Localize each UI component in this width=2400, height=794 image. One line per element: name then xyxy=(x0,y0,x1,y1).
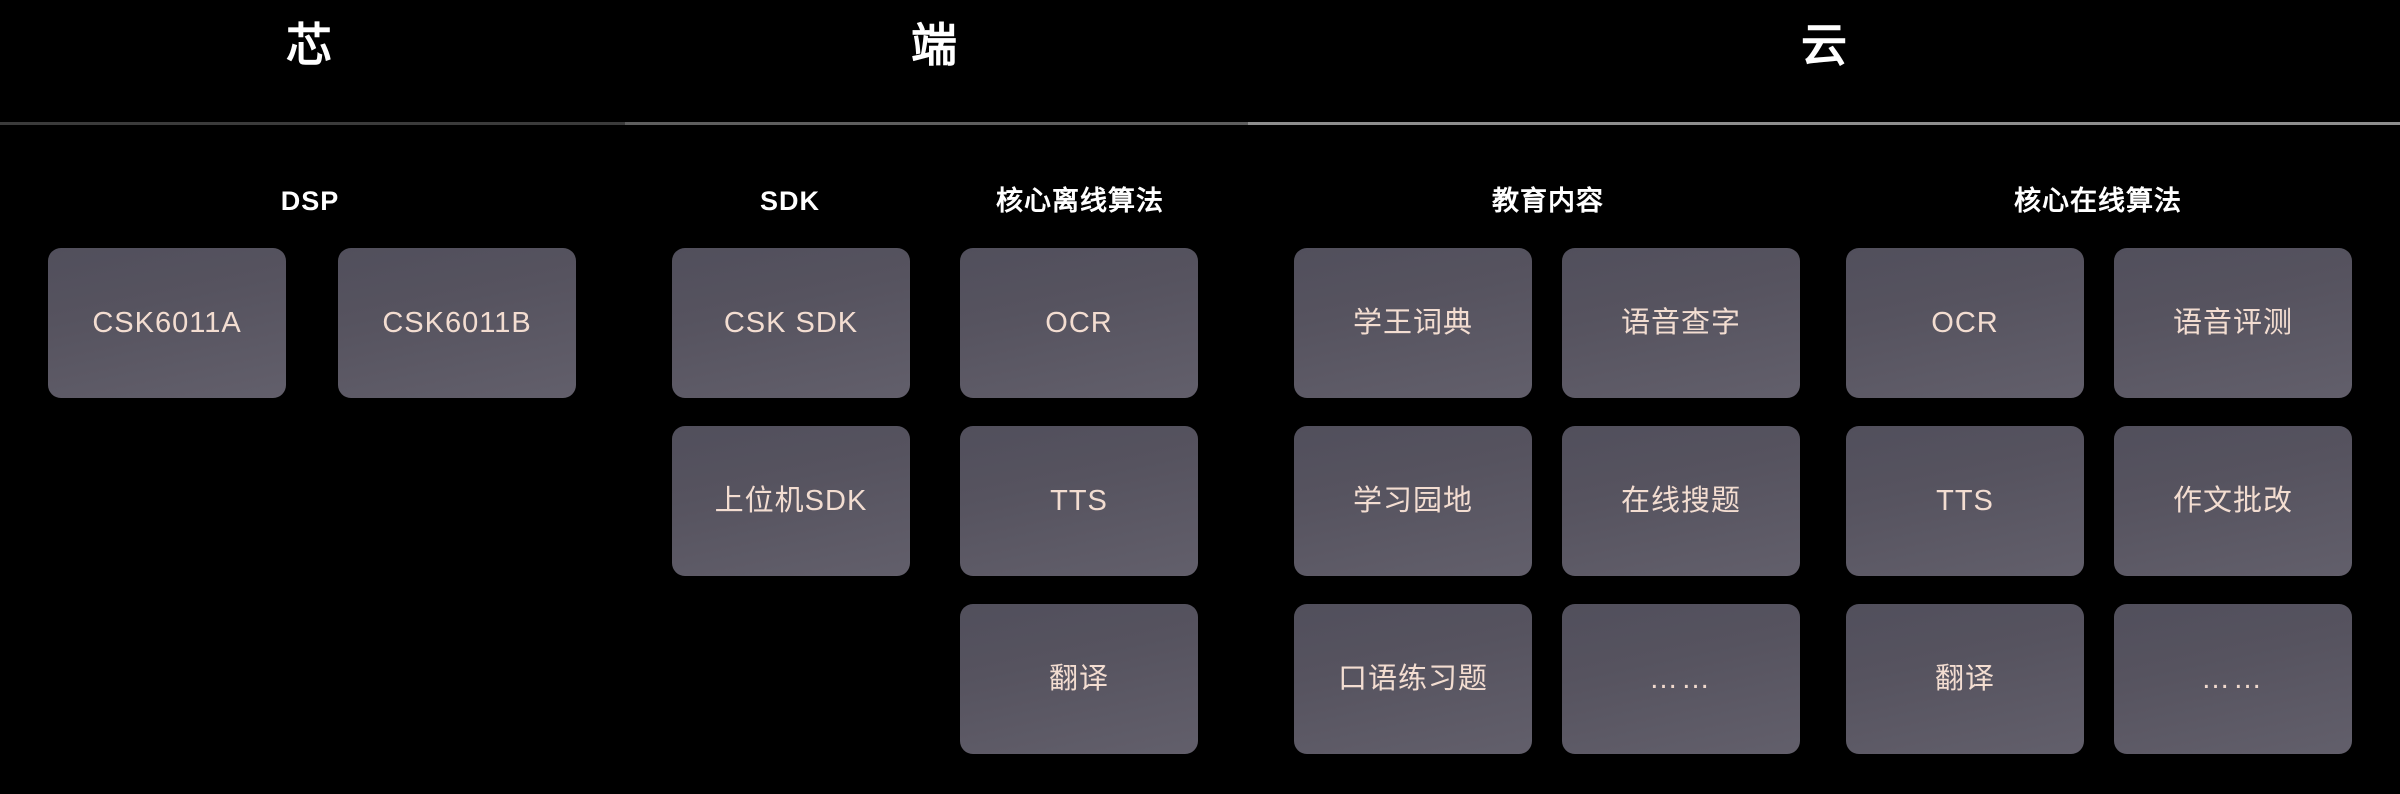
feature-card-label: 口语练习题 xyxy=(1337,662,1488,695)
feature-card[interactable]: 翻译 xyxy=(1846,604,2084,754)
feature-card[interactable]: OCR xyxy=(960,248,1198,398)
feature-card[interactable]: CSK6011B xyxy=(338,248,576,398)
group-title: 教育内容 xyxy=(1492,186,1604,216)
tier-label: 端 xyxy=(911,19,959,71)
divider-segment xyxy=(0,122,625,125)
feature-card[interactable]: TTS xyxy=(1846,426,2084,576)
feature-card[interactable]: 上位机SDK xyxy=(672,426,910,576)
feature-card[interactable]: 口语练习题 xyxy=(1294,604,1532,754)
feature-card-label: 学王词典 xyxy=(1352,306,1473,339)
feature-card-label: 语音评测 xyxy=(2172,306,2293,339)
ellipsis-icon: …… xyxy=(2201,662,2265,695)
feature-card[interactable]: 语音查字 xyxy=(1562,248,1800,398)
feature-card-label: CSK6011A xyxy=(92,306,242,339)
feature-card[interactable]: 学习园地 xyxy=(1294,426,1532,576)
feature-card-label: OCR xyxy=(1045,306,1113,339)
feature-card-label: 在线搜题 xyxy=(1620,484,1741,517)
feature-card-label: 翻译 xyxy=(1934,662,1995,695)
group-title: 核心在线算法 xyxy=(2014,186,2182,216)
feature-card-label: CSK SDK xyxy=(723,306,859,339)
divider-segment xyxy=(1248,122,2400,125)
feature-card-label: TTS xyxy=(1936,484,1994,517)
feature-card[interactable]: CSK SDK xyxy=(672,248,910,398)
feature-card-label: 语音查字 xyxy=(1620,306,1741,339)
tier-label: 芯 xyxy=(286,19,334,71)
feature-card[interactable]: CSK6011A xyxy=(48,248,286,398)
group-title: 核心离线算法 xyxy=(996,186,1164,216)
tier-band: 芯端云 xyxy=(0,0,2400,122)
feature-card-label: 学习园地 xyxy=(1352,484,1473,517)
feature-card-label: OCR xyxy=(1931,306,1999,339)
feature-card-label: 上位机SDK xyxy=(714,484,868,517)
feature-card[interactable]: 作文批改 xyxy=(2114,426,2352,576)
feature-card-label: CSK6011B xyxy=(382,306,532,339)
ellipsis-icon: …… xyxy=(1649,662,1713,695)
group-title: SDK xyxy=(759,186,821,216)
feature-card[interactable]: TTS xyxy=(960,426,1198,576)
divider-segment xyxy=(625,122,1248,125)
feature-card-label: 翻译 xyxy=(1048,662,1109,695)
feature-card[interactable]: OCR xyxy=(1846,248,2084,398)
feature-card[interactable]: …… xyxy=(1562,604,1800,754)
feature-card[interactable]: …… xyxy=(2114,604,2352,754)
tier-divider xyxy=(0,122,2400,125)
feature-card[interactable]: 语音评测 xyxy=(2114,248,2352,398)
feature-card[interactable]: 翻译 xyxy=(960,604,1198,754)
feature-card[interactable]: 在线搜题 xyxy=(1562,426,1800,576)
feature-card-label: TTS xyxy=(1050,484,1108,517)
tier-label: 云 xyxy=(1801,19,1849,71)
feature-card-label: 作文批改 xyxy=(2172,484,2293,517)
group-title: DSP xyxy=(280,186,340,216)
feature-card[interactable]: 学王词典 xyxy=(1294,248,1532,398)
